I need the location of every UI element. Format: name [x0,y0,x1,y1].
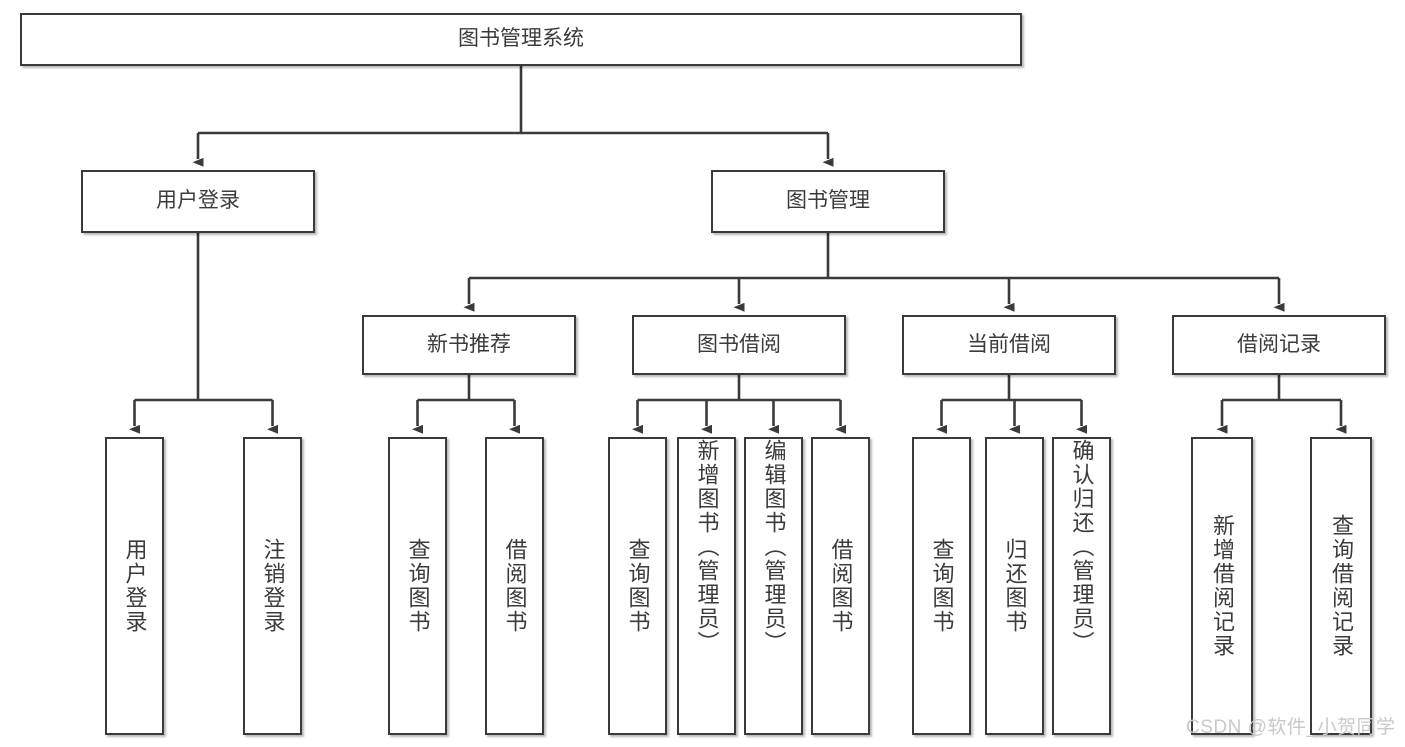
node-label: 查询借阅记录 [1329,514,1354,658]
node-leaf-user-login[interactable]: 用户登录 [105,437,164,735]
node-new-book-recommend[interactable]: 新书推荐 [362,315,576,375]
node-label: 借阅图书 [828,538,854,634]
node-label: 查询图书 [405,538,431,634]
node-label: 当前借阅 [967,332,1051,356]
node-label: 图书借阅 [697,332,781,356]
node-label: 注销登录 [260,538,286,634]
node-book-manage[interactable]: 图书管理 [711,170,945,233]
node-leaf-confirm-return[interactable]: 确认归还（管理员） [1052,437,1111,735]
node-leaf-borrow-book-1[interactable]: 借阅图书 [485,437,544,735]
node-label: 新增借阅记录 [1210,514,1235,658]
node-leaf-query-borrow-record[interactable]: 查询借阅记录 [1310,437,1372,735]
node-label: 新书推荐 [427,332,511,356]
node-borrow-record[interactable]: 借阅记录 [1172,315,1386,375]
node-current-borrow[interactable]: 当前借阅 [902,315,1116,375]
node-leaf-query-book-2[interactable]: 查询图书 [608,437,667,735]
node-label: 借阅图书 [502,538,528,634]
node-leaf-user-logout[interactable]: 注销登录 [243,437,302,735]
node-label: 新增图书（管理员） [694,439,720,655]
node-label: 编辑图书（管理员） [761,439,787,655]
node-leaf-query-book-1[interactable]: 查询图书 [388,437,447,735]
node-leaf-query-book-3[interactable]: 查询图书 [912,437,971,735]
node-leaf-edit-book[interactable]: 编辑图书（管理员） [744,437,803,735]
csdn-watermark: CSDN @软件_小贺同学 [1186,717,1396,738]
node-label: 图书管理 [786,189,870,213]
node-label: 用户登录 [122,538,148,634]
node-user-login[interactable]: 用户登录 [81,170,315,233]
node-label: 图书管理系统 [458,27,584,51]
node-root[interactable]: 图书管理系统 [20,13,1022,66]
node-leaf-borrow-book-2[interactable]: 借阅图书 [811,437,870,735]
node-label: 借阅记录 [1237,332,1321,356]
node-leaf-add-borrow-record[interactable]: 新增借阅记录 [1191,437,1253,735]
node-label: 归还图书 [1002,538,1028,634]
node-label: 查询图书 [929,538,955,634]
node-label: 用户登录 [156,189,240,213]
node-book-borrow[interactable]: 图书借阅 [632,315,846,375]
node-label: 查询图书 [625,538,651,634]
node-leaf-return-book[interactable]: 归还图书 [985,437,1044,735]
node-leaf-add-book[interactable]: 新增图书（管理员） [677,437,736,735]
node-label: 确认归还（管理员） [1069,439,1095,655]
